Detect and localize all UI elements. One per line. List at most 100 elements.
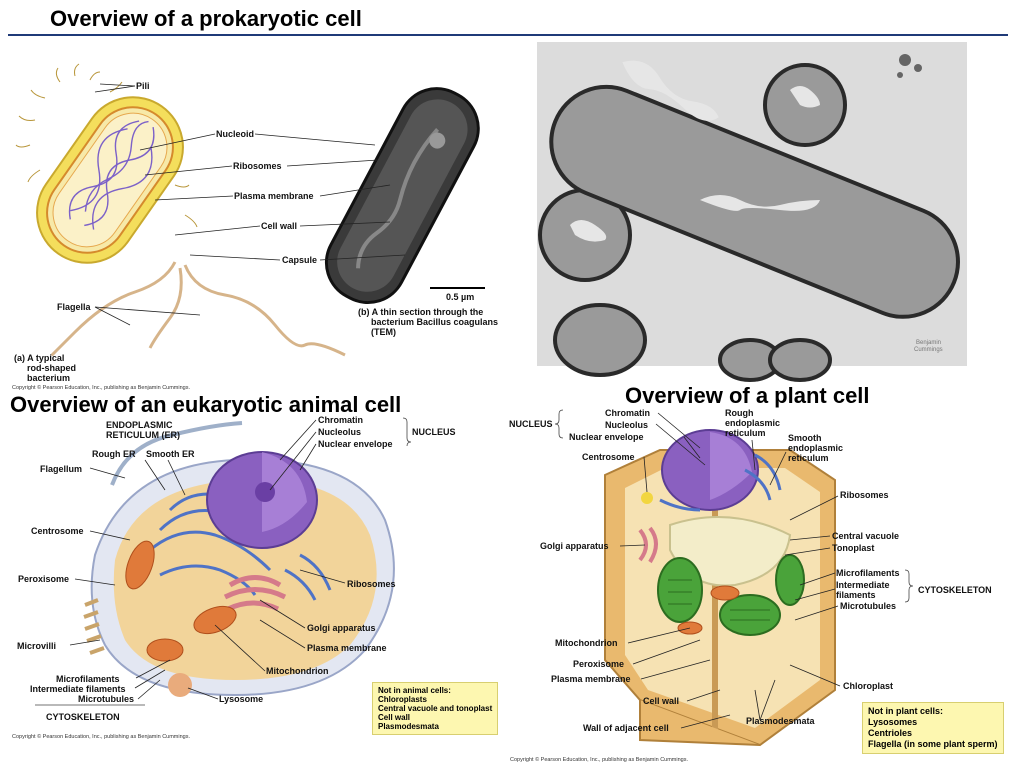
- title-rule: [8, 34, 1008, 36]
- caption-b-line2: bacterium Bacillus coagulans: [371, 317, 499, 327]
- plant-label-plasmodesmata: Plasmodesmata: [746, 716, 815, 726]
- animal-label-centrosome: Centrosome: [31, 526, 84, 536]
- plant-label-cell-wall: Cell wall: [643, 696, 680, 706]
- plant-label-nuclear-envelope: Nuclear envelope: [569, 432, 644, 442]
- bacterium-body: [36, 96, 184, 264]
- animal-label-plasma-membrane: Plasma membrane: [307, 643, 387, 653]
- animal-note-line: Plasmodesmata: [378, 722, 439, 731]
- plant-label-microfilaments: Microfilaments: [836, 568, 900, 578]
- plant-label-tonoplast: Tonoplast: [832, 543, 875, 553]
- animal-label-ribosomes: Ribosomes: [347, 579, 396, 589]
- animal-golgi: [223, 575, 287, 612]
- plant-chloroplast-1: [657, 557, 703, 623]
- label-cell-wall: Cell wall: [261, 221, 298, 231]
- plant-label-smooth-er-2: endoplasmic: [788, 443, 844, 453]
- animal-label-peroxisome: Peroxisome: [18, 574, 70, 584]
- animal-label-microfilaments: Microfilaments: [56, 674, 120, 684]
- animal-label-er-1: ENDOPLASMIC: [106, 420, 173, 430]
- plant-label-cytoskeleton: CYTOSKELETON: [918, 585, 992, 595]
- micrograph-nucleoids: [570, 60, 820, 242]
- plant-cell-title: Overview of a plant cell: [625, 383, 870, 408]
- animal-cell-title: Overview of an eukaryotic animal cell: [10, 392, 402, 417]
- plant-label-microtubules: Microtubules: [840, 601, 897, 611]
- flagella-strands: [51, 261, 346, 357]
- animal-label-nucleus: NUCLEUS: [412, 427, 456, 437]
- caption-a-line2: rod-shaped: [27, 363, 77, 373]
- plant-label-nucleus: NUCLEUS: [509, 419, 553, 429]
- label-scale: 0.5 µm: [446, 292, 475, 302]
- plant-label-smooth-er-1: Smooth: [788, 433, 822, 443]
- plant-er: [659, 453, 782, 512]
- plant-label-rough-er-2: endoplasmic: [725, 418, 781, 428]
- animal-copyright: Copyright © Pearson Education, Inc., pub…: [12, 734, 191, 740]
- micrograph-watermark-2: Cummings: [914, 347, 943, 353]
- animal-note-line: Central vacuole and tonoplast: [378, 704, 493, 713]
- plant-note-box: Not in plant cells: Lysosomes Centrioles…: [862, 702, 1004, 754]
- animal-note-line: Not in animal cells:: [378, 686, 451, 695]
- plant-copyright: Copyright © Pearson Education, Inc., pub…: [510, 757, 689, 763]
- animal-lysosome: [168, 673, 192, 697]
- label-flagella: Flagella: [57, 302, 91, 312]
- label-plasma-membrane: Plasma membrane: [234, 191, 314, 201]
- plant-label-central-vacuole: Central vacuole: [832, 531, 900, 541]
- label-capsule: Capsule: [282, 255, 318, 265]
- animal-label-mitochondrion: Mitochondrion: [266, 666, 329, 676]
- plant-label-golgi: Golgi apparatus: [540, 541, 609, 551]
- plant-label-mitochondrion: Mitochondrion: [555, 638, 618, 648]
- plant-chloroplast-3: [775, 554, 805, 606]
- animal-label-rough-er: Rough ER: [92, 449, 136, 459]
- plant-label-peroxisome: Peroxisome: [573, 659, 625, 669]
- animal-label-microvilli: Microvilli: [17, 641, 57, 651]
- caption-a-line1: (a) A typical: [14, 353, 65, 363]
- plant-label-smooth-er-3: reticulum: [788, 453, 829, 463]
- animal-note-box: Not in animal cells: Chloroplasts Centra…: [372, 682, 499, 735]
- plant-note-line: Centrioles: [868, 728, 913, 738]
- label-ribosomes: Ribosomes: [233, 161, 282, 171]
- animal-label-intermediate-filaments: Intermediate filaments: [30, 684, 126, 694]
- plant-label-rough-er-3: reticulum: [725, 428, 766, 438]
- animal-label-flagellum: Flagellum: [40, 464, 83, 474]
- plant-leader-lines: [619, 412, 841, 729]
- prokaryote-copyright: Copyright © Pearson Education, Inc., pub…: [12, 385, 191, 391]
- plant-label-chromatin: Chromatin: [605, 408, 650, 418]
- micrograph-watermark-1: Benjamin: [916, 340, 942, 346]
- plant-label-intermediate-1: Intermediate: [836, 580, 890, 590]
- animal-microvilli: [83, 598, 105, 655]
- plant-chloroplast-2: [719, 594, 781, 636]
- animal-label-smooth-er: Smooth ER: [146, 449, 195, 459]
- animal-note-line: Cell wall: [378, 713, 411, 722]
- animal-mitochondrion-1: [125, 540, 155, 590]
- plant-label-centrosome: Centrosome: [582, 452, 635, 462]
- plant-note-line: Flagella (in some plant sperm): [868, 739, 998, 749]
- animal-label-chromatin: Chromatin: [318, 415, 363, 425]
- animal-label-nucleolus: Nucleolus: [318, 427, 362, 437]
- plant-label-chloroplast: Chloroplast: [843, 681, 894, 691]
- caption-b-line3: (TEM): [371, 327, 396, 337]
- slide-title: Overview of a prokaryotic cell: [50, 6, 362, 31]
- plant-note-line: Lysosomes: [868, 717, 918, 727]
- plant-golgi: [638, 526, 658, 564]
- animal-label-nuclear-envelope: Nuclear envelope: [318, 439, 393, 449]
- label-nucleoid: Nucleoid: [216, 129, 255, 139]
- label-pili: Pili: [136, 81, 150, 91]
- plant-label-plasma-membrane: Plasma membrane: [551, 674, 631, 684]
- animal-leader-lines: [69, 419, 346, 700]
- plant-label-wall-adjacent: Wall of adjacent cell: [583, 723, 669, 733]
- plant-label-rough-er-1: Rough: [725, 408, 754, 418]
- animal-label-cytoskeleton: CYTOSKELETON: [46, 712, 120, 722]
- animal-label-microtubules: Microtubules: [78, 694, 135, 704]
- plant-label-ribosomes: Ribosomes: [840, 490, 889, 500]
- animal-label-golgi: Golgi apparatus: [307, 623, 376, 633]
- prokaryote-leader-lines: [94, 83, 406, 326]
- animal-flagellum: [110, 421, 243, 486]
- animal-label-er-2: RETICULUM (ER): [106, 430, 180, 440]
- tem-bacterium: [324, 87, 480, 305]
- animal-note-line: Chloroplasts: [378, 695, 427, 704]
- caption-b-line1: (b) A thin section through the: [358, 307, 484, 317]
- caption-a-line3: bacterium: [27, 373, 71, 383]
- plant-label-nucleolus: Nucleolus: [605, 420, 649, 430]
